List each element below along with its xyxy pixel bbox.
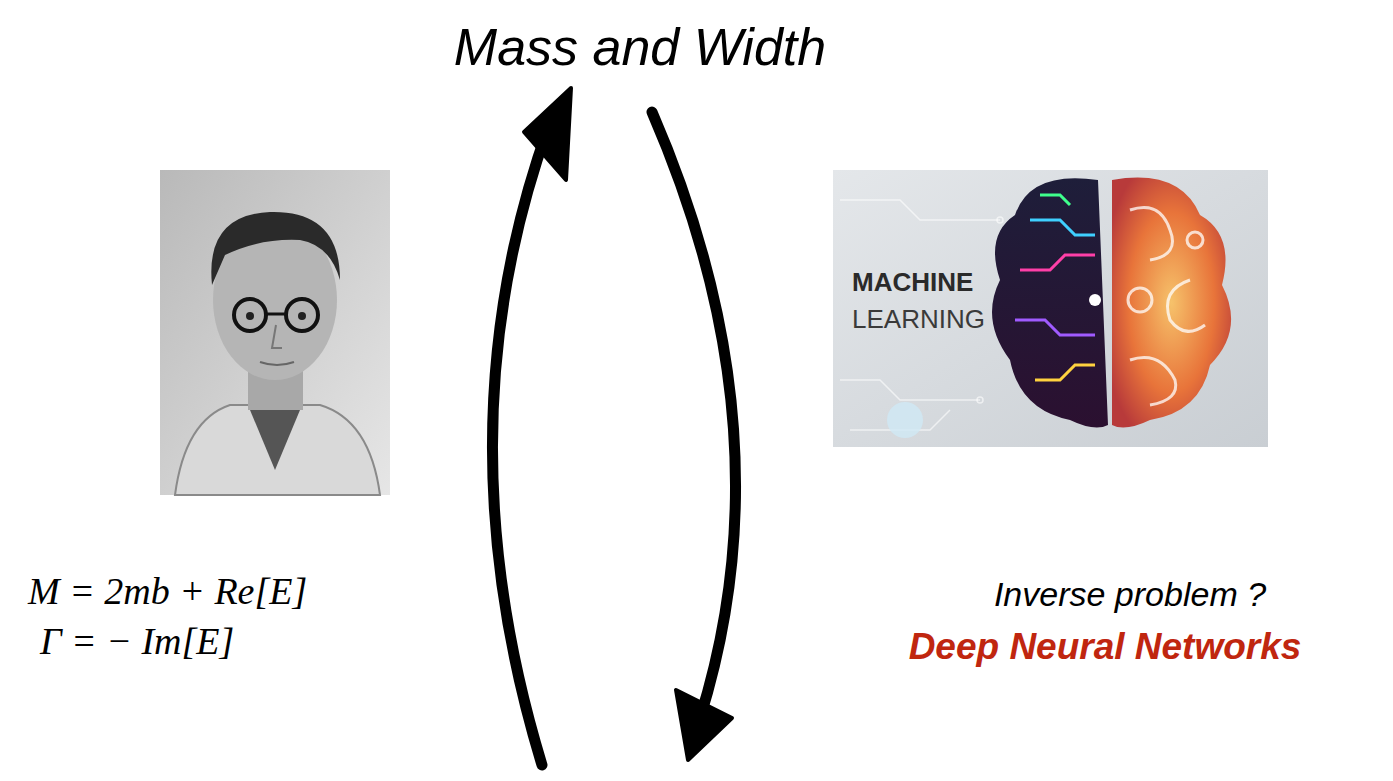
learning-word: LEARNING [852, 305, 985, 335]
mass-formula: M = 2mb + Re[E] [28, 570, 307, 614]
cycle-arrows [492, 112, 735, 765]
method-name: Deep Neural Networks [909, 626, 1302, 669]
portrait-photo [160, 170, 390, 495]
machine-word: MACHINE [852, 268, 973, 298]
machine-learning-picture [833, 170, 1268, 447]
title: Mass and Width [454, 18, 826, 78]
width-formula: Γ = − Im[E] [40, 620, 234, 664]
inverse-problem: Inverse problem ? [994, 575, 1266, 614]
arrow-heads [524, 88, 732, 760]
